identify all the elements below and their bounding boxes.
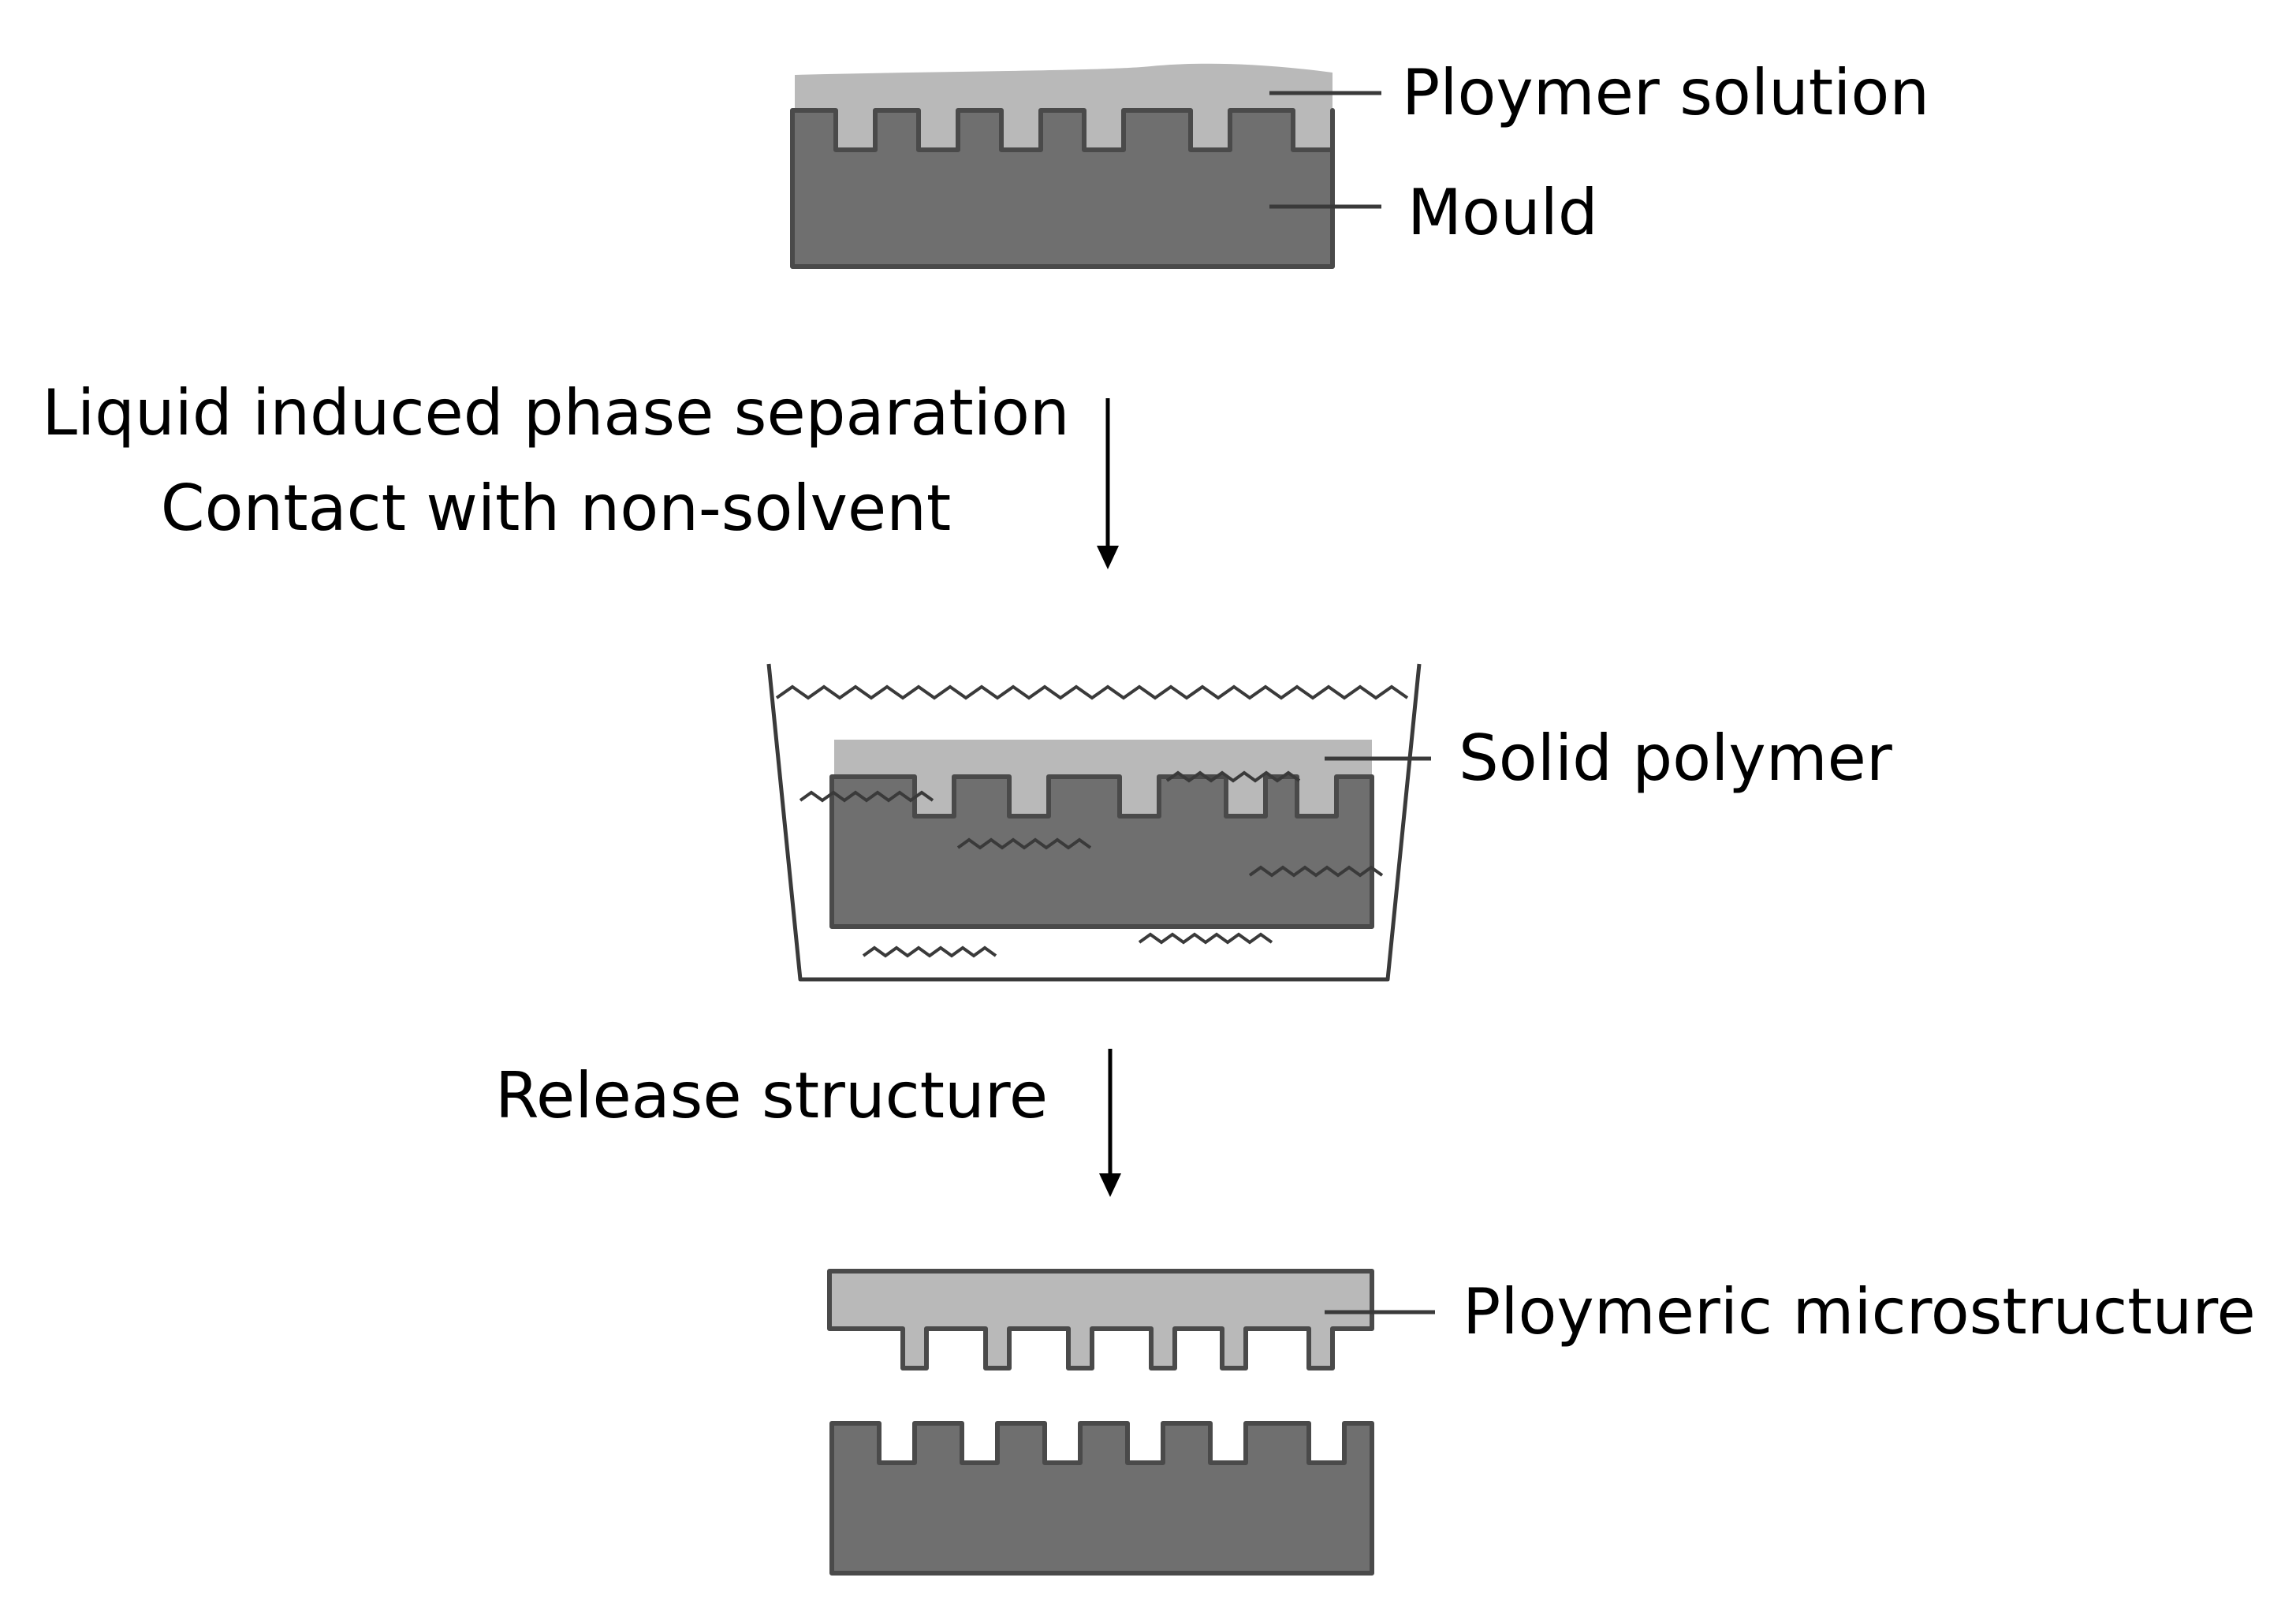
squiggle-5: [862, 945, 997, 958]
label-step1-line2: Contact with non-solvent: [160, 472, 952, 545]
bath-liquid-surface: [775, 684, 1409, 700]
stage3-microstructure: [827, 1269, 1374, 1370]
label-polymer-solution: Ploymer solution: [1402, 56, 1930, 129]
squiggle-2: [1165, 770, 1301, 783]
label-solid-polymer: Solid polymer: [1459, 722, 1892, 795]
squiggle-1: [799, 790, 934, 803]
label-release-structure: Release structure: [495, 1059, 1049, 1132]
label-step1-line1: Liquid induced phase separation: [42, 376, 1070, 449]
stage2-group: [766, 663, 1431, 982]
stage2-mould: [829, 774, 1374, 929]
label-ploymeric-microstructure: Ploymeric microstructure: [1463, 1275, 2256, 1348]
stage3-mould: [829, 1421, 1374, 1576]
squiggle-6: [1138, 932, 1273, 945]
squiggle-3: [956, 837, 1092, 850]
stage1-group: [790, 63, 1381, 269]
label-mould: Mould: [1407, 176, 1598, 249]
arrow-2: [1099, 1049, 1121, 1197]
bath-container: [766, 663, 1422, 982]
arrow-1: [1097, 398, 1119, 569]
stage1-mould: [790, 108, 1335, 269]
stage3-group: [827, 1269, 1435, 1576]
squiggle-4: [1248, 865, 1384, 878]
